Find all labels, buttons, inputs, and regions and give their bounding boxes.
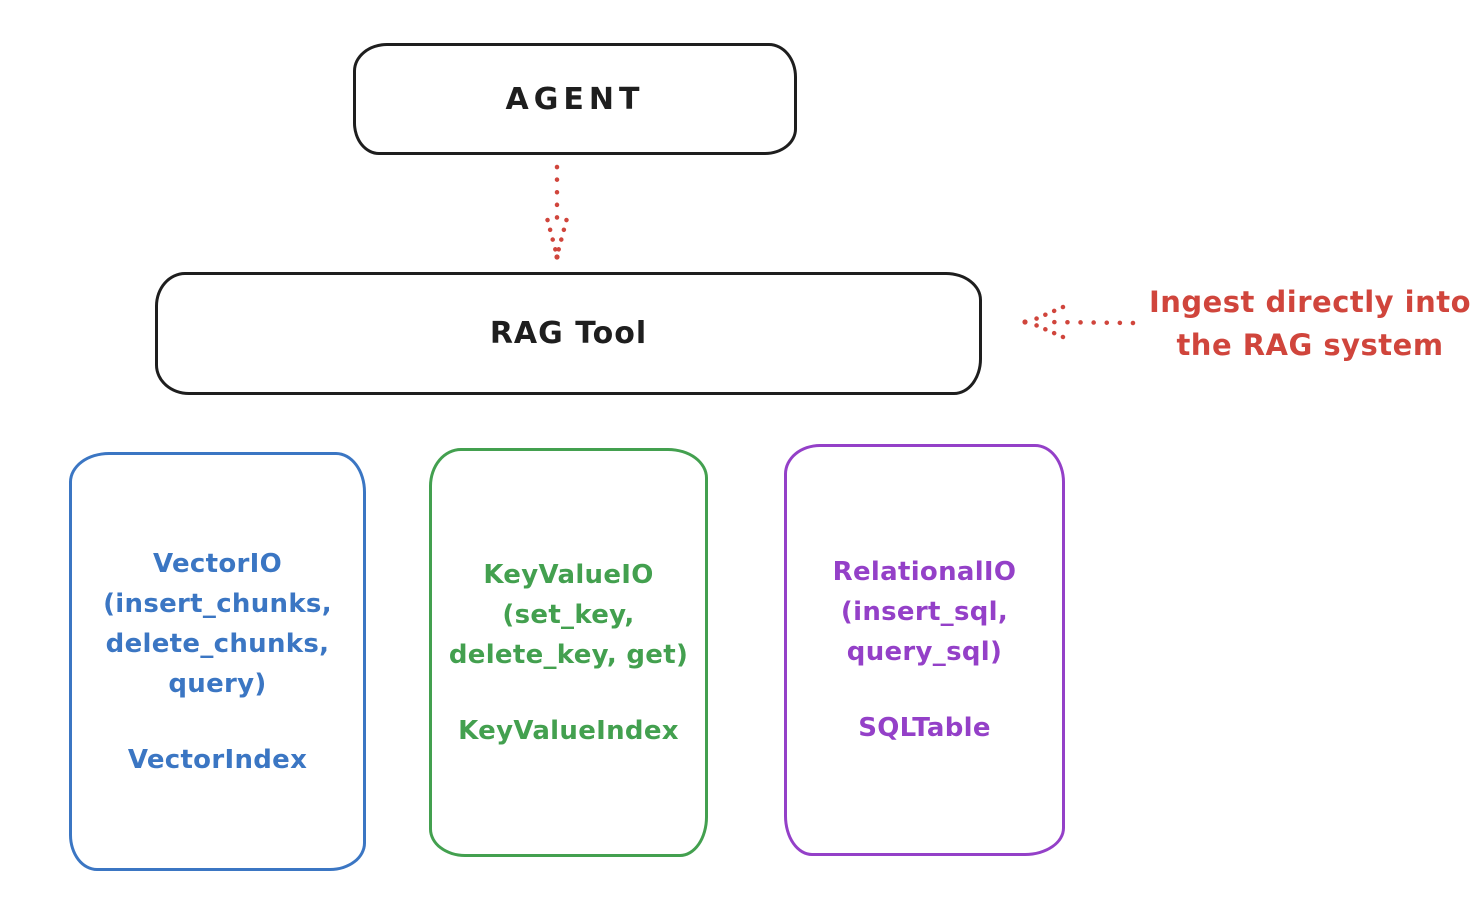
- store-line: VectorIO: [152, 548, 283, 579]
- store-line: query): [168, 668, 267, 699]
- rag-tool-label: RAG Tool: [489, 316, 648, 351]
- relational-io-node: RelationalIO (insert_sql, query_sql) SQL…: [784, 444, 1065, 856]
- dotted-arrow-left-icon: [1022, 304, 1136, 340]
- store-index-label: KeyValueIndex: [458, 715, 679, 746]
- annotation-line-2: the RAG system: [1176, 328, 1444, 362]
- store-line: KeyValueIO: [483, 559, 654, 590]
- store-index-label: SQLTable: [858, 713, 991, 743]
- store-line: (insert_chunks,: [103, 588, 332, 619]
- agent-node: AGENT: [353, 43, 797, 155]
- agent-label: AGENT: [505, 81, 645, 117]
- annotation-text: Ingest directly into the RAG system: [1140, 281, 1480, 367]
- store-line: RelationalIO: [832, 557, 1017, 587]
- rag-tool-node: RAG Tool: [155, 272, 982, 395]
- store-line: delete_key, get): [448, 639, 689, 670]
- store-line: (set_key,: [502, 599, 635, 630]
- store-line: delete_chunks,: [105, 628, 330, 659]
- store-line: query_sql): [846, 637, 1003, 667]
- dotted-arrow-down-icon: [545, 164, 569, 260]
- vector-io-node: VectorIO (insert_chunks, delete_chunks, …: [69, 452, 366, 871]
- store-index-label: VectorIndex: [127, 744, 308, 775]
- keyvalue-io-node: KeyValueIO (set_key, delete_key, get) Ke…: [429, 448, 708, 857]
- annotation-line-1: Ingest directly into: [1148, 285, 1472, 319]
- store-line: (insert_sql,: [840, 597, 1009, 627]
